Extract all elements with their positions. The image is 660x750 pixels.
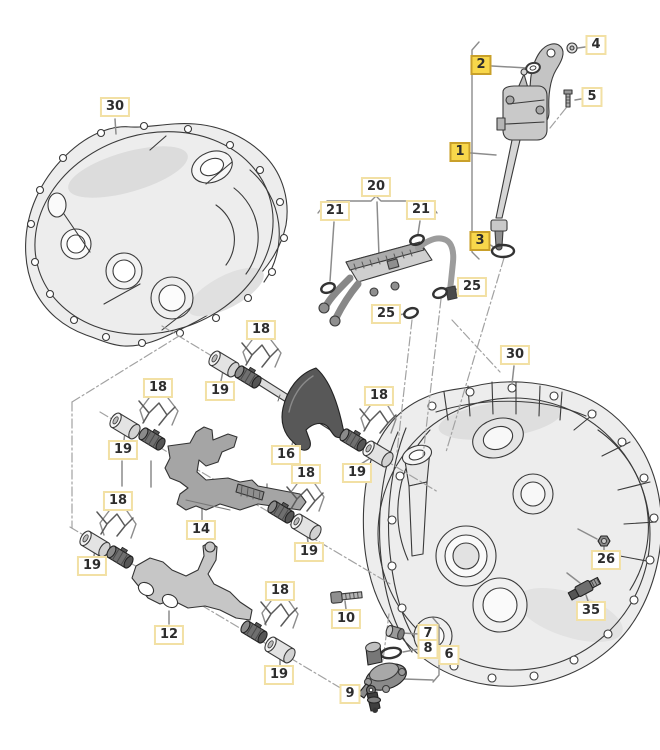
magnet-7: [385, 624, 405, 641]
leader-line: [574, 98, 582, 101]
callout-18[interactable]: 18: [264, 581, 296, 601]
oil-pump-6: [357, 641, 407, 699]
callout-8[interactable]: 8: [417, 639, 439, 659]
dashdot-line: [396, 319, 413, 453]
callout-16[interactable]: 16: [270, 445, 302, 465]
shift-fork-12: [131, 541, 253, 621]
leader-line: [470, 152, 497, 156]
callout-19[interactable]: 19: [263, 665, 295, 685]
dashdot-line: [422, 298, 442, 457]
bracket-line: [288, 600, 299, 629]
leader-line: [402, 648, 420, 653]
leader-line: [511, 365, 515, 385]
switch-35: [567, 576, 602, 601]
callout-18[interactable]: 18: [363, 386, 395, 406]
callout-2[interactable]: 2: [470, 55, 492, 75]
leader-line: [329, 221, 335, 282]
callout-19[interactable]: 19: [341, 463, 373, 483]
callout-19[interactable]: 19: [293, 542, 325, 562]
bracket-line: [471, 41, 480, 260]
callout-18[interactable]: 18: [290, 464, 322, 484]
bracket-line: [261, 600, 272, 626]
bracket-line: [242, 339, 253, 364]
callout-3[interactable]: 3: [469, 231, 491, 251]
callout-12[interactable]: 12: [153, 625, 185, 645]
callout-10[interactable]: 10: [330, 609, 362, 629]
callout-25[interactable]: 25: [370, 304, 402, 324]
callout-19[interactable]: 19: [107, 440, 139, 460]
leader-line: [114, 118, 117, 135]
leader-line: [403, 678, 434, 681]
bracket-line: [360, 405, 371, 431]
clutch-housing: [25, 121, 289, 348]
callout-21[interactable]: 21: [405, 200, 437, 220]
dashdot-line: [382, 613, 390, 661]
bolt-10: [330, 590, 363, 604]
selector-unit: [318, 235, 458, 327]
callout-30[interactable]: 30: [499, 345, 531, 365]
dashdot-line: [445, 257, 505, 453]
dashdot-line: [549, 107, 567, 129]
leader-line: [566, 572, 581, 584]
callout-14[interactable]: 14: [185, 520, 217, 540]
leader-line: [401, 632, 420, 635]
callout-25[interactable]: 25: [456, 277, 488, 297]
selector-shaft: [490, 68, 548, 251]
selector-plate-14: [164, 426, 307, 511]
bracket-line: [139, 397, 150, 423]
leader-line: [376, 201, 380, 257]
leader-line: [577, 528, 598, 540]
callout-35[interactable]: 35: [575, 601, 607, 621]
nut-26: [597, 535, 611, 547]
leader-line: [344, 600, 347, 610]
bracket-line: [270, 339, 282, 368]
leader-line: [585, 594, 589, 602]
callout-4[interactable]: 4: [585, 35, 607, 55]
dashdot-line: [71, 335, 180, 403]
selector-shaft-assembly: [490, 42, 578, 259]
bracket-line: [126, 510, 137, 539]
callout-18[interactable]: 18: [142, 378, 174, 398]
callout-9[interactable]: 9: [339, 684, 361, 704]
callout-21[interactable]: 21: [319, 201, 351, 221]
callout-6[interactable]: 6: [438, 645, 460, 665]
screw-5: [563, 89, 573, 108]
oring-3: [490, 243, 516, 259]
callout-20[interactable]: 20: [360, 177, 392, 197]
bracket-line: [314, 483, 325, 512]
sensor-9: [365, 684, 382, 714]
callout-30[interactable]: 30: [99, 97, 131, 117]
leader-line: [577, 46, 586, 49]
callout-19[interactable]: 19: [76, 556, 108, 576]
shift-fork-16: [281, 367, 345, 451]
bracket-line: [387, 405, 397, 434]
callout-18[interactable]: 18: [102, 491, 134, 511]
bracket-line: [167, 397, 179, 426]
callout-1[interactable]: 1: [449, 142, 471, 162]
leader-line: [417, 220, 421, 235]
dashdot-line: [451, 319, 501, 373]
callout-5[interactable]: 5: [581, 87, 603, 107]
callout-26[interactable]: 26: [590, 550, 622, 570]
nut-4: [566, 42, 578, 54]
callout-18[interactable]: 18: [245, 320, 277, 340]
callout-19[interactable]: 19: [204, 381, 236, 401]
leader-line: [491, 65, 528, 69]
